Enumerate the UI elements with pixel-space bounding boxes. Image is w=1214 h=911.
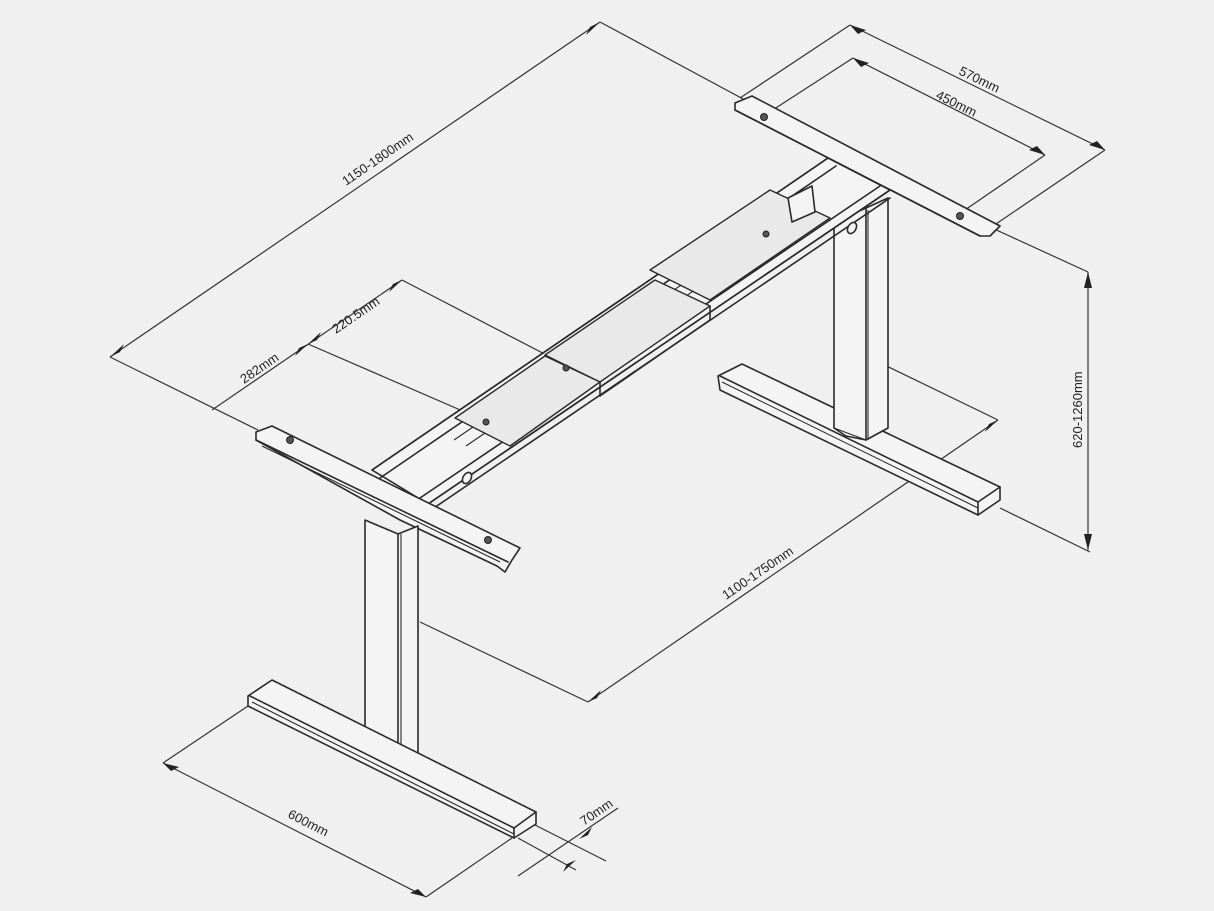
dimension-line: [852, 57, 1046, 156]
arrow-icon: [308, 332, 321, 344]
arrow-icon: [1084, 272, 1092, 288]
extension-line: [961, 154, 1046, 213]
arrow-icon: [586, 22, 600, 35]
arrow-icon: [579, 827, 592, 839]
screw-hole-icon: [562, 364, 570, 372]
dimension-foot-width: 70mm: [517, 796, 619, 877]
arrow-icon: [853, 58, 869, 67]
extension-line: [599, 21, 746, 101]
extension-line: [401, 279, 561, 363]
dimension-label: 70mm: [577, 796, 615, 829]
dimension-line: [849, 24, 1106, 151]
screw-hole-icon: [484, 536, 492, 544]
arrow-icon: [389, 280, 402, 292]
dimension-height: 620-1260mm: [991, 227, 1092, 553]
extension-line: [989, 149, 1106, 229]
dimension-label: 620-1260mm: [1070, 371, 1085, 448]
dimension-label: 450mm: [934, 87, 980, 119]
motor-bracket: [787, 185, 816, 223]
dimension-line: [109, 21, 601, 358]
screw-hole-icon: [482, 418, 490, 426]
arrow-icon: [410, 889, 426, 897]
left-top-bracket: [255, 425, 521, 573]
arrow-icon: [985, 420, 998, 432]
screw-hole-icon: [762, 230, 770, 238]
left-leg-column: [364, 519, 419, 765]
arrow-icon: [110, 344, 124, 357]
right-leg-column: [833, 197, 889, 441]
extension-line: [307, 343, 489, 423]
extension-line: [425, 837, 513, 898]
dimension-line: [517, 807, 619, 877]
arrow-icon: [1089, 141, 1105, 150]
right-foot: [717, 363, 1001, 516]
arrow-icon: [588, 690, 601, 702]
extension-line: [991, 227, 1089, 273]
screw-hole-icon: [760, 113, 768, 121]
dimension-label: 282mm: [237, 350, 281, 387]
extension-line: [534, 824, 607, 862]
dimension-label: 1150-1800mm: [339, 129, 416, 188]
screw-hole-icon: [956, 212, 964, 220]
left-foot: [247, 679, 537, 839]
arrow-icon: [1084, 534, 1092, 550]
extension-line: [739, 24, 851, 99]
extension-line: [764, 57, 854, 116]
dimension-label: 570mm: [957, 63, 1003, 95]
dimension-line: [162, 762, 427, 898]
dimension-overall-width: 1150-1800mm: [109, 21, 746, 431]
dimension-label: 220.5mm: [329, 293, 382, 336]
arrow-icon: [850, 25, 866, 34]
cable-hole-icon: [846, 221, 858, 235]
dimension-label: 1100-1750mm: [719, 543, 796, 602]
dimension-line: [211, 279, 403, 411]
extension-line: [109, 356, 259, 431]
arrow-icon: [563, 860, 576, 872]
extension-line: [999, 507, 1091, 553]
arrow-icon: [163, 763, 179, 771]
screw-hole-icon: [286, 436, 294, 444]
arrow-icon: [295, 344, 308, 356]
arrow-icon: [1029, 146, 1045, 155]
dimension-label: 600mm: [286, 806, 331, 839]
cable-hole-icon: [461, 471, 473, 485]
extension-line: [517, 837, 577, 871]
extension-line: [867, 356, 999, 421]
telescopic-crossbeam: [371, 157, 891, 513]
extension-line: [419, 621, 589, 703]
extension-line: [162, 705, 249, 764]
